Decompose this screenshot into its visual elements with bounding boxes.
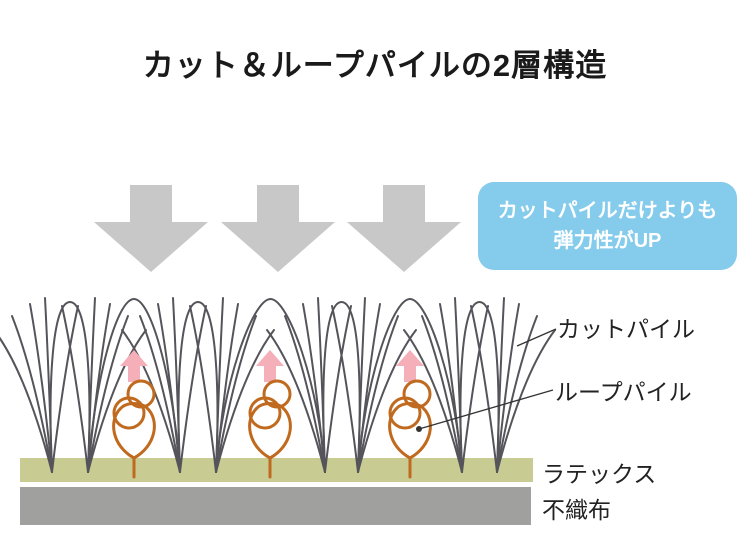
fiber-arch [177,300,219,473]
callout-bubble: カットパイルだけよりも 弾力性がUP [478,182,737,270]
label-cut-pile: カットパイル [557,316,695,342]
fiber-strand [11,315,53,473]
fiber-strand [357,297,366,473]
fiber-arch [459,300,500,473]
fiber-arch [357,297,463,473]
fiber-strand [157,303,181,473]
nonwoven-layer-bar [20,487,531,525]
fiber-strand [172,297,181,473]
fiber-strand [139,315,181,473]
fiber-strand [403,329,463,473]
fiber-strand [0,336,53,473]
fiber-strand [461,305,489,473]
cut-pile-pointer-line [516,328,557,347]
fiber-strand [61,305,89,473]
callout-line-1: カットパイルだけよりも [497,200,718,222]
fiber-arch [87,297,181,473]
fiber-strand [121,329,181,473]
bounce-up-arrow-icon [256,350,284,382]
press-down-arrow-icon [347,185,461,272]
label-nonwoven: 不織布 [542,497,611,523]
fiber-strand [215,303,239,473]
fiber-strand [357,303,381,473]
bounce-up-arrow-icon [396,350,424,382]
fiber-strand [87,297,96,473]
bounce-up-arrows [120,350,424,382]
fiber-strand [317,297,326,473]
fiber-strand [179,305,207,473]
fiber-strand [302,303,326,473]
bounce-up-arrow-icon [120,350,148,382]
fiber-strand [215,315,257,473]
fiber-strand [87,303,111,473]
fiber-strand [496,297,505,473]
fiber-strand [496,329,556,473]
fiber-strand [439,303,463,473]
fiber-strand [87,315,129,473]
fiber-strand [215,297,224,473]
fiber-strand [29,303,53,473]
fiber-strand [496,303,520,473]
pointer-lines [416,328,557,432]
fiber-strand [189,305,217,473]
fiber-arch [49,300,91,473]
fiber-arch [322,300,361,473]
label-loop-pile: ループパイル [555,379,692,405]
press-down-arrow-icon [94,185,208,272]
label-latex: ラテックス [542,461,657,487]
fiber-strand [324,305,352,473]
press-down-arrow-icon [221,185,335,272]
callout-line-2: 弾力性がUP [553,230,662,252]
fiber-strand [266,329,326,473]
fiber-strand [87,329,147,473]
fiber-strand [44,297,53,473]
loop-pile-pointer-dot [416,426,422,432]
fiber-strand [421,315,463,473]
latex-layer-bar [20,458,533,482]
loop-pile-pointer-line [418,389,554,430]
fiber-strand [470,305,498,473]
fiber-strand [215,329,275,473]
fiber-strand [454,297,463,473]
fiber-strand [331,305,359,473]
fiber-strand [496,315,538,473]
page-title: カット＆ループパイルの2層構造 [142,48,608,83]
fiber-strand [284,315,326,473]
fiber-strand [357,329,417,473]
press-down-arrows [94,185,461,272]
fiber-strand [51,305,79,473]
fiber-strand [357,315,399,473]
fiber-arch [215,297,326,473]
cut-pile-fibers [0,297,556,473]
